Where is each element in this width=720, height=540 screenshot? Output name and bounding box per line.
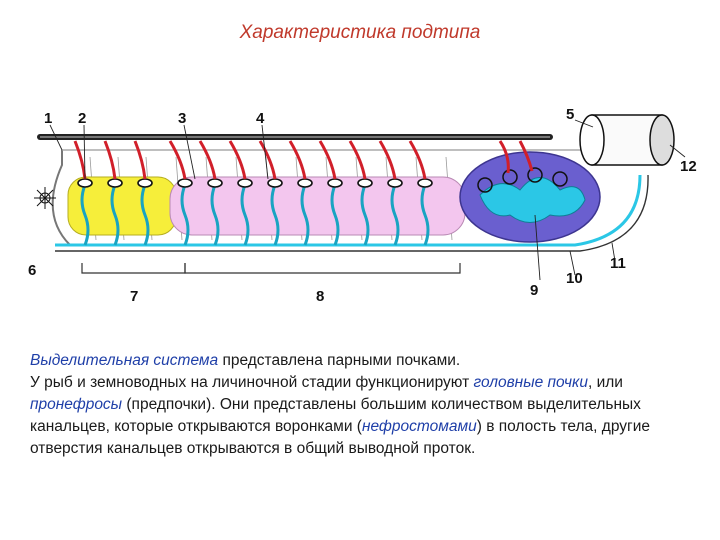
mouth-funnel (34, 187, 56, 209)
page-title: Характеристика подтипа (239, 22, 481, 43)
description-text: Выделительная система представлена парны… (30, 350, 690, 460)
text-p2c: (предпочки). Они представлены большим ко… (30, 396, 641, 435)
label-8: 8 (316, 288, 324, 305)
tubules (80, 184, 430, 246)
label-10: 10 (566, 270, 583, 287)
link-nephrostomes[interactable]: нефростомами (361, 418, 477, 435)
label-9: 9 (530, 282, 538, 299)
brackets (81, 263, 461, 274)
leader-lines (49, 119, 686, 281)
label-1: 1 (44, 110, 52, 127)
label-4: 4 (256, 110, 265, 127)
organ-funnels (477, 167, 568, 193)
label-11: 11 (610, 255, 626, 272)
link-excretory-system[interactable]: Выделительная система (30, 352, 219, 369)
text-p2b: , или (587, 374, 623, 391)
text-p2a: У рыб и земноводных на личиночной стадии… (30, 374, 474, 391)
label-3: 3 (178, 110, 186, 127)
link-pronephros[interactable]: пронефросы (30, 396, 123, 413)
cylinder-end (579, 114, 675, 166)
red-vessels (73, 140, 534, 180)
label-2: 2 (78, 110, 86, 127)
text-p2d: ) в полость тела, другие отверстия канал… (30, 418, 650, 457)
kidney-diagram: 1 2 3 4 5 6 7 8 9 10 11 12 (28, 106, 697, 305)
label-7: 7 (130, 288, 138, 305)
label-6: 6 (28, 262, 36, 279)
link-head-kidneys[interactable]: головные почки (473, 374, 588, 391)
common-duct (55, 174, 642, 247)
text-p1: представлена парными почками. (218, 352, 461, 369)
cyan-glomerulus (479, 177, 586, 223)
label-12: 12 (680, 158, 697, 175)
body-cavity-outline (51, 149, 600, 246)
label-5: 5 (566, 106, 574, 123)
